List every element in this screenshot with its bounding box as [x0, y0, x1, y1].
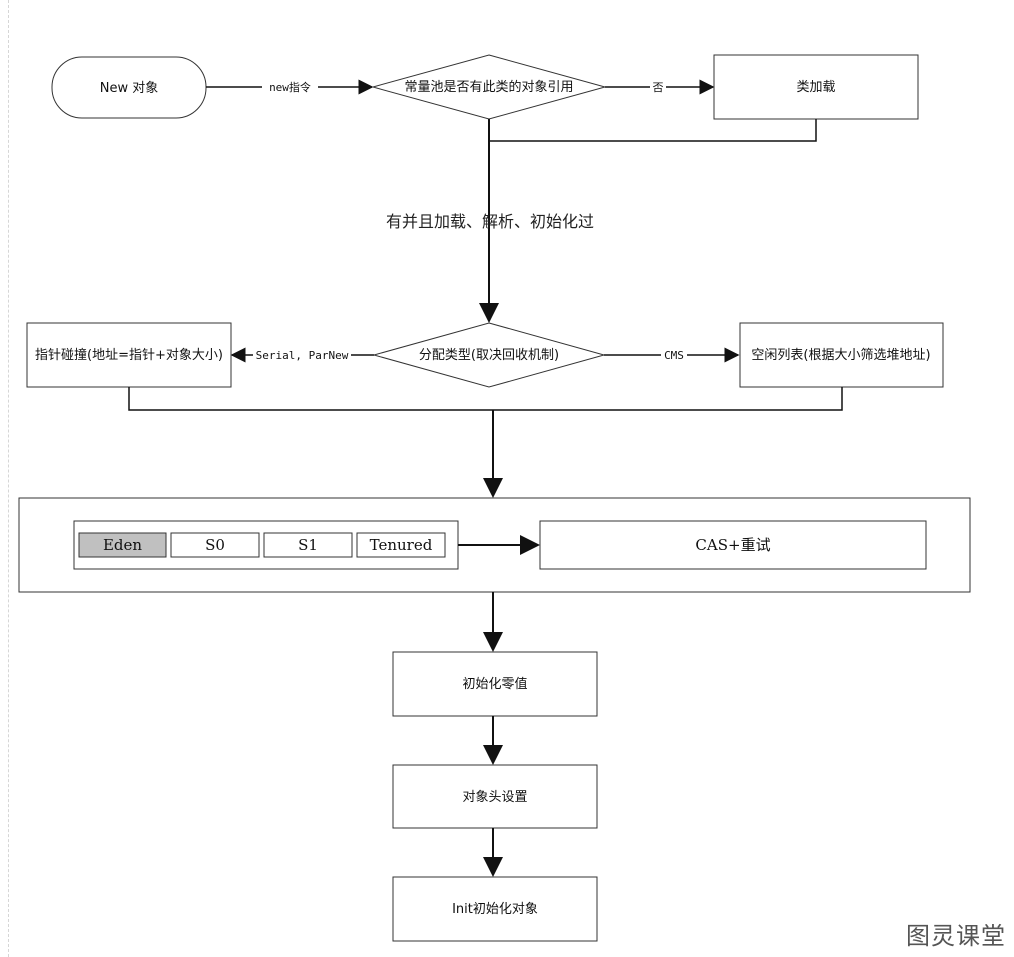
edge-merge-alloc	[128, 387, 843, 411]
header-setup-node-label: 对象头设置	[462, 790, 527, 805]
memory-regions: Eden S0 S1 Tenured	[78, 532, 446, 558]
memory-region-label: Eden	[103, 536, 142, 554]
memory-region-eden[interactable]	[78, 532, 167, 558]
edge-label-new-instruction: new指令	[269, 80, 311, 94]
memory-region-label: S0	[205, 536, 225, 554]
init-object-node-label: Init初始化对象	[452, 902, 538, 917]
memory-region-s1[interactable]	[263, 532, 353, 558]
class-loading-node[interactable]	[713, 54, 919, 120]
memory-region-s0[interactable]	[170, 532, 260, 558]
edge-label-bg	[253, 347, 351, 363]
edge-label-bg	[262, 79, 318, 95]
edge-label-serial-parnew: Serial, ParNew	[256, 349, 349, 362]
init-zero-node-label: 初始化零值	[462, 676, 527, 692]
alloc-type-decision[interactable]	[372, 322, 606, 388]
cas-retry-node-label: CAS+重试	[695, 536, 770, 554]
edge-loading-return	[489, 119, 817, 142]
edge-label-no: 否	[653, 81, 664, 94]
memory-region-label: Tenured	[370, 536, 433, 554]
memory-region-label: S1	[298, 536, 318, 554]
left-guide-line	[8, 0, 9, 957]
bump-pointer-node-label: 指针碰撞(地址=指针+对象大小)	[35, 348, 223, 363]
init-object-node[interactable]	[392, 876, 598, 942]
header-setup-node[interactable]	[392, 764, 598, 829]
alloc-type-decision-label: 分配类型(取决回收机制)	[419, 348, 559, 363]
edge-label-loaded: 有并且加载、解析、初始化过	[386, 212, 594, 231]
cas-retry-node[interactable]	[539, 520, 927, 570]
memory-region-tenured[interactable]	[356, 532, 446, 558]
init-zero-node[interactable]	[392, 651, 598, 717]
free-list-node[interactable]	[739, 322, 944, 388]
edge-label-cms: CMS	[664, 349, 684, 362]
const-pool-decision-label: 常量池是否有此类的对象引用	[404, 79, 573, 95]
free-list-node-label: 空闲列表(根据大小筛选堆地址)	[751, 348, 930, 363]
edge-label-bg	[661, 347, 687, 363]
start-node-label: New 对象	[100, 81, 159, 96]
edge-label-bg	[650, 79, 666, 95]
watermark: 图灵课堂	[906, 922, 1006, 950]
class-loading-node-label: 类加载	[796, 80, 835, 95]
